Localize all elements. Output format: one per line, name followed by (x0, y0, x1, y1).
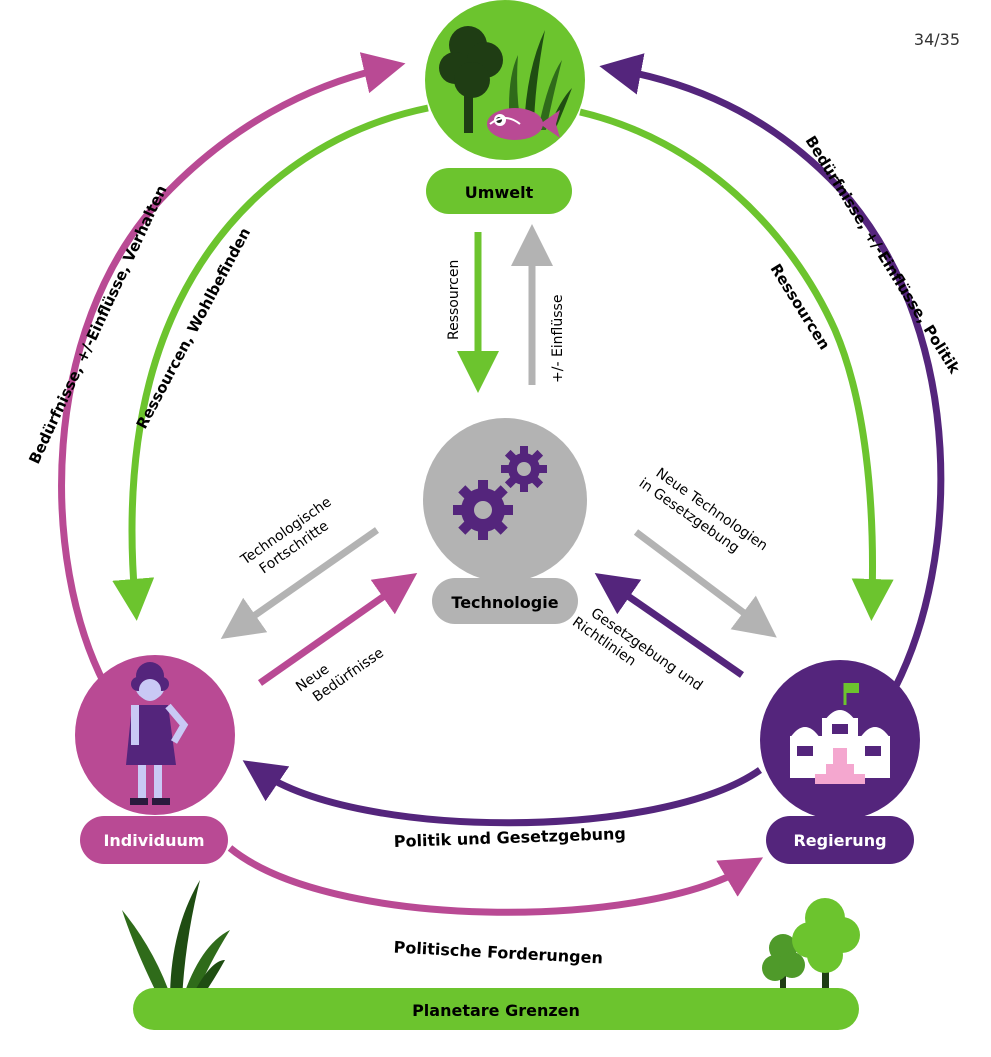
regierung-label: Regierung (766, 816, 914, 864)
arrow-technologie-to-individuum (220, 527, 380, 640)
individuum-node (75, 655, 235, 815)
regierung-node (760, 660, 920, 820)
arrow-regierung-to-individuum (242, 760, 763, 827)
individuum-label: Individuum (80, 816, 228, 864)
arrow-individuum-to-technologie (257, 572, 418, 686)
arrow-regierung-to-technologie (594, 573, 744, 678)
svg-text:Regierung: Regierung (793, 831, 886, 850)
gear-icon-small (501, 446, 547, 492)
gear-icon (453, 480, 513, 540)
arrow-umwelt-to-regierung (579, 108, 894, 621)
planetare-grenzen-bar: Planetare Grenzen (133, 988, 859, 1030)
tree-icon (439, 26, 503, 133)
edge-label-umwelt-to-tech: Ressourcen (446, 260, 462, 340)
technologie-label: Technologie (432, 578, 578, 624)
arrow-individuum-to-umwelt (58, 52, 406, 687)
fish-icon (487, 108, 560, 140)
edge-label-indiv-to-tech: Neue Bedürfnisse (293, 630, 387, 710)
edge-label-left-inner: Ressourcen, Wohlbefinden (133, 225, 255, 432)
edge-label-politische-forderungen: Politische Forderungen (393, 938, 603, 968)
arrow-regierung-to-umwelt (599, 53, 945, 690)
edge-label-tech-to-indiv: Technologische Fortschritte (237, 492, 348, 584)
umwelt-node (425, 0, 585, 160)
government-building-icon (790, 683, 890, 784)
svg-text:Individuum: Individuum (103, 831, 204, 850)
svg-text:Planetare Grenzen: Planetare Grenzen (412, 1001, 580, 1020)
svg-text:Umwelt: Umwelt (465, 183, 534, 202)
arrow-umwelt-to-individuum (112, 104, 429, 621)
arrow-individuum-to-regierung (227, 845, 764, 916)
umwelt-label: Umwelt (426, 168, 572, 214)
page-number: 34/35 (914, 30, 960, 49)
edge-label-reg-to-tech: Gesetzgebung und Richtlinien (569, 599, 709, 711)
person-icon (126, 662, 189, 805)
edge-label-tech-to-reg: Neue Technologien in Gesetzgebung (636, 461, 774, 572)
arrow-technologie-to-regierung (633, 529, 777, 638)
trees-icon-bottom (762, 898, 860, 1012)
grass-icon-bottom (122, 880, 230, 1000)
edge-label-reg-to-indiv: Politik und Gesetzgebung (393, 824, 626, 851)
svg-text:Technologie: Technologie (451, 593, 558, 612)
technologie-node (423, 418, 587, 582)
edge-label-tech-to-umwelt: +/- Einflüsse (550, 295, 566, 383)
